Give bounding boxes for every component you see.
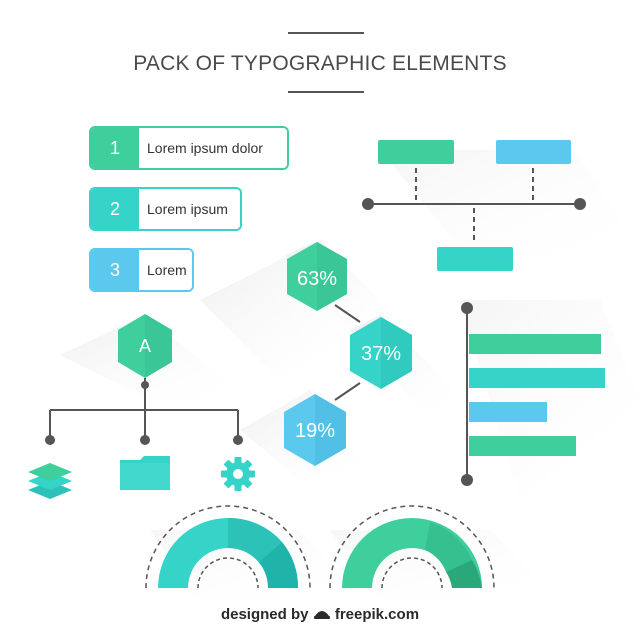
hexagon-63-label: 63%: [297, 268, 337, 290]
label-1-number: 1: [91, 128, 139, 168]
bar-4: [469, 436, 576, 456]
bars-axis-dot-bottom: [461, 474, 473, 486]
hexagon-a-facet: [145, 314, 172, 378]
tree-box-left: [378, 140, 454, 164]
arc-right: [329, 505, 495, 589]
shadow-bars: [460, 300, 640, 500]
tree-dot-right: [574, 198, 586, 210]
bars-axis-dot-top: [461, 302, 473, 314]
label-2-number: 2: [91, 189, 139, 229]
hexagon-37-facet: [381, 317, 412, 389]
label-3-number: 3: [91, 250, 139, 290]
footer-credit: designed by freepik.com: [0, 606, 640, 624]
tree-box-right: [496, 140, 571, 164]
org-stem-dot: [141, 381, 149, 389]
footer-prefix: designed by: [220, 606, 309, 623]
layers-icon: [28, 463, 72, 499]
numbered-label-2: 2 Lorem ipsum: [89, 187, 242, 231]
folder-icon: [120, 456, 170, 490]
org-dot-left: [45, 435, 55, 445]
page-title: PACK OF TYPOGRAPHIC ELEMENTS: [133, 52, 507, 75]
footer-brand: freepik.com: [334, 606, 420, 623]
bar-3: [469, 402, 547, 422]
label-3-text: Lorem: [139, 250, 192, 290]
hexagon-19-facet: [315, 394, 346, 466]
label-2-text: Lorem ipsum: [139, 189, 240, 229]
hex-link-2: [334, 382, 361, 401]
bars-group: [469, 334, 605, 456]
org-dot-center: [140, 435, 150, 445]
hexagon-19-label: 19%: [295, 420, 335, 442]
numbered-label-3: 3 Lorem: [89, 248, 194, 292]
tree-box-bottom: [437, 247, 513, 271]
bar-2: [469, 368, 605, 388]
hexagon-63-facet: [317, 242, 347, 311]
hex-link-1: [334, 304, 361, 323]
hexagon-a-label: A: [139, 336, 151, 356]
freepik-logo-icon: [313, 606, 331, 624]
title-rule-top: [288, 32, 364, 34]
gear-icon: [221, 457, 255, 491]
bar-1: [469, 334, 601, 354]
arc-left: [145, 505, 311, 589]
tree-dot-left: [362, 198, 374, 210]
org-dot-right: [233, 435, 243, 445]
hexagon-37-label: 37%: [361, 343, 401, 365]
title-rule-bottom: [288, 91, 364, 93]
label-1-text: Lorem ipsum dolor: [139, 128, 287, 168]
numbered-label-1: 1 Lorem ipsum dolor: [89, 126, 289, 170]
